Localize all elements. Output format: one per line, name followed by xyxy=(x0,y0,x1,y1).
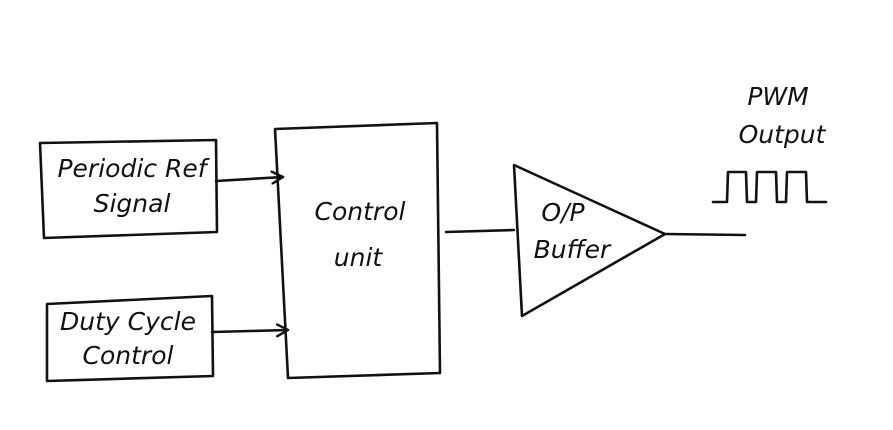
output-buffer-label-line2: Buffer xyxy=(534,235,612,264)
duty-cycle-control-block: Duty Cycle Control xyxy=(45,294,215,383)
output-buffer-block: O/P Buffer xyxy=(512,163,667,318)
periodic-ref-to-control-arrow xyxy=(214,177,285,181)
pwm-output-label-line1: PWM xyxy=(747,82,808,111)
periodic-ref-signal-block: Periodic Ref Signal xyxy=(38,138,219,240)
periodic-ref-signal-box xyxy=(38,138,219,240)
control-unit-block: Control unit xyxy=(273,121,442,380)
duty-cycle-control-label-line1: Duty Cycle xyxy=(60,307,196,336)
duty-cycle-control-label-line2: Control xyxy=(83,341,174,370)
periodic-ref-signal-label-line1: Periodic Ref xyxy=(57,154,209,183)
output-buffer-triangle xyxy=(512,163,667,318)
periodic-ref-signal-label-line2: Signal xyxy=(94,189,171,218)
buffer-output-line xyxy=(663,232,747,237)
duty-cycle-to-control-arrow xyxy=(210,330,290,332)
control-unit-box xyxy=(273,121,442,380)
output-buffer-label-line1: O/P xyxy=(541,198,585,227)
pwm-output-label-line2: Output xyxy=(739,120,827,149)
duty-cycle-control-box xyxy=(45,294,215,383)
control-to-buffer-line xyxy=(444,228,516,234)
control-unit-label-line2: unit xyxy=(334,243,384,272)
pwm-waveform xyxy=(711,170,828,204)
control-unit-label-line1: Control xyxy=(315,197,406,226)
